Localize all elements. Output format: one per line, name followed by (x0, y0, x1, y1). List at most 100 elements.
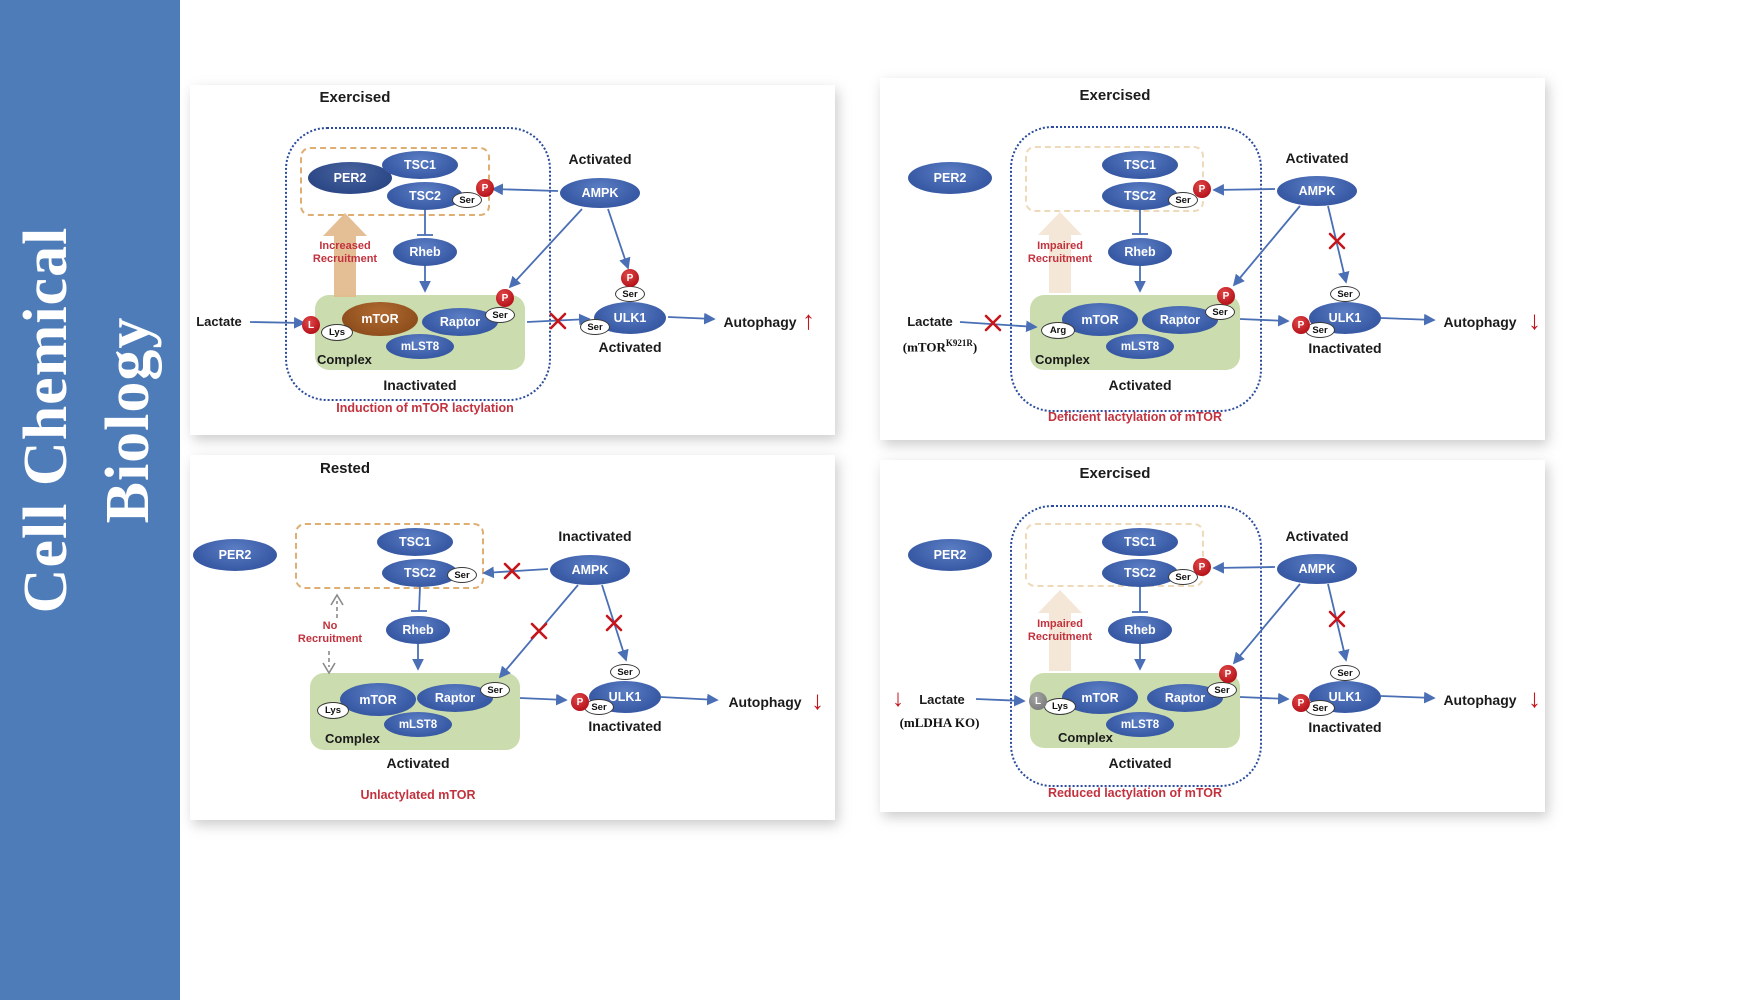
ampk-node: AMPK (1277, 176, 1357, 206)
tsc2-ser-site: Ser (1168, 192, 1198, 208)
ulk1-ser-top-site: Ser (610, 664, 640, 680)
pathway-arrows (249, 183, 716, 330)
panel-exercised-k921r: Exercised PER2 TSC1 TSC2 Ser P Activated… (880, 78, 1545, 440)
journal-title-line1: Cell Chemical (12, 226, 80, 614)
ampk-node: AMPK (560, 178, 640, 208)
recruitment-label: Impaired Recruitment (1010, 240, 1110, 266)
tsc2-ser-site: Ser (1168, 569, 1198, 585)
blocked-x-mark-lactate (984, 314, 1002, 332)
panel-caption: Unlactylated mTOR (360, 788, 476, 802)
blocked-x-mark-ampk-ulk1 (1328, 610, 1346, 628)
ampk-state-label: Inactivated (558, 528, 632, 544)
mtor-k921r-note: (mTORK921R) (880, 338, 1000, 355)
recruitment-word1: No (322, 620, 338, 632)
ulk1-state-label: Inactivated (588, 718, 662, 734)
mlst8-node: mLST8 (1106, 712, 1174, 737)
recruitment-label: No Recruitment (280, 620, 380, 646)
complex-state-label: Activated (1108, 755, 1172, 771)
pathway-boundary (285, 127, 551, 401)
tsc2-node: TSC2 (1102, 182, 1178, 210)
raptor-phospho-p: P (1217, 287, 1235, 305)
recruitment-label: Impaired Recruitment (1010, 618, 1110, 644)
per2-node: PER2 (908, 539, 992, 571)
complex-label: Complex (317, 352, 372, 367)
autophagy-down-arrow: ↓ (1528, 305, 1541, 335)
lactate-label: Lactate (919, 692, 965, 707)
autophagy-label: Autophagy (728, 694, 802, 710)
ampk-state-label: Activated (1285, 528, 1349, 544)
complex-label: Complex (325, 731, 380, 746)
recruitment-word2: Recruitment (312, 253, 378, 265)
blocked-x-mark-ampk-ulk1 (605, 614, 623, 632)
dashed-up-arrowhead (330, 593, 344, 606)
pathway-arrows (975, 561, 1436, 707)
journal-sidebar: Cell Chemical Biology (0, 0, 180, 1000)
tsc2-node: TSC2 (387, 182, 463, 210)
journal-title-line2: Biology (94, 316, 162, 524)
ulk1-ser-side-site: Ser (1305, 700, 1335, 716)
pathway-boundary (1010, 505, 1262, 787)
lactyl-l-mark: L (302, 316, 320, 334)
panel-exercised-induction: Exercised PER2 TSC1 TSC2 Ser P Activated… (190, 85, 835, 435)
recruitment-word2: Recruitment (1027, 631, 1093, 643)
lactate-label: Lactate (196, 314, 242, 329)
ulk1-ser-top-site: Ser (1330, 665, 1360, 681)
tsc2-ser-site: Ser (452, 192, 482, 208)
mlst8-node: mLST8 (1106, 334, 1174, 359)
mtor-lys-site: Lys (317, 702, 349, 719)
raptor-ser-site: Ser (480, 682, 510, 698)
ampk-state-label: Activated (568, 151, 632, 167)
autophagy-down-arrow: ↓ (811, 685, 824, 715)
per2-tsc-region (1025, 523, 1204, 587)
note-superscript: K921R (945, 338, 973, 348)
recruitment-word2: Recruitment (297, 633, 363, 645)
raptor-ser-site: Ser (1207, 682, 1237, 698)
per2-node: PER2 (193, 539, 277, 571)
raptor-phospho-p: P (496, 289, 514, 307)
autophagy-down-arrow: ↓ (1528, 683, 1541, 713)
pathway-boundary (1010, 126, 1262, 412)
recruitment-block-arrow (323, 213, 367, 297)
note-close: ) (972, 339, 978, 355)
panel-rested-unlactylated: Rested PER2 TSC1 TSC2 Ser Inactivated AM… (190, 455, 835, 820)
ulk1-phospho-p: P (1292, 316, 1310, 334)
recruitment-word1: Increased (319, 240, 371, 252)
tsc2-phospho-p: P (476, 179, 494, 197)
ulk1-phospho-p: P (571, 693, 589, 711)
tsc2-phospho-p: P (1193, 558, 1211, 576)
mtor-node: mTOR (342, 302, 418, 336)
panel-title: Exercised (319, 89, 391, 106)
lactate-label: Lactate (907, 314, 953, 329)
pathway-arrows (322, 562, 719, 706)
mtor-arg-site: Arg (1041, 322, 1075, 339)
pathway-arrows (959, 183, 1436, 333)
tsc2-ser-site: Ser (447, 567, 477, 583)
complex-label: Complex (1035, 352, 1090, 367)
recruitment-label: Increased Recruitment (295, 240, 395, 266)
panel-title: Exercised (1079, 465, 1151, 482)
rheb-node: Rheb (1108, 238, 1172, 266)
raptor-ser-site: Ser (485, 307, 515, 323)
mldha-ko-note: (mLDHA KO) (899, 715, 980, 730)
blocked-x-mark-ampk-ulk1 (1328, 232, 1346, 250)
tsc1-node: TSC1 (1102, 151, 1178, 179)
autophagy-label: Autophagy (1443, 314, 1517, 330)
panel-caption: Reduced lactylation of mTOR (1047, 786, 1223, 800)
dashed-down-arrowhead (322, 662, 336, 675)
ulk1-state-label: Activated (598, 339, 662, 355)
ampk-node: AMPK (1277, 554, 1357, 584)
ampk-state-label: Activated (1285, 150, 1349, 166)
blocked-x-mark (549, 312, 567, 330)
recruitment-word1: Impaired (1037, 618, 1083, 630)
autophagy-label: Autophagy (723, 314, 797, 330)
autophagy-up-arrow: ↑ (802, 305, 815, 335)
mtor-node: mTOR (340, 683, 416, 716)
ampk-node: AMPK (550, 555, 630, 585)
autophagy-label: Autophagy (1443, 692, 1517, 708)
journal-title: Cell Chemical Biology (5, 0, 175, 920)
panel-title: Rested (319, 460, 371, 477)
complex-state-label: Activated (1108, 377, 1172, 393)
ulk1-phospho-p: P (1292, 694, 1310, 712)
lactate-down-arrow: ↓ (892, 685, 904, 712)
per2-node: PER2 (908, 162, 992, 194)
